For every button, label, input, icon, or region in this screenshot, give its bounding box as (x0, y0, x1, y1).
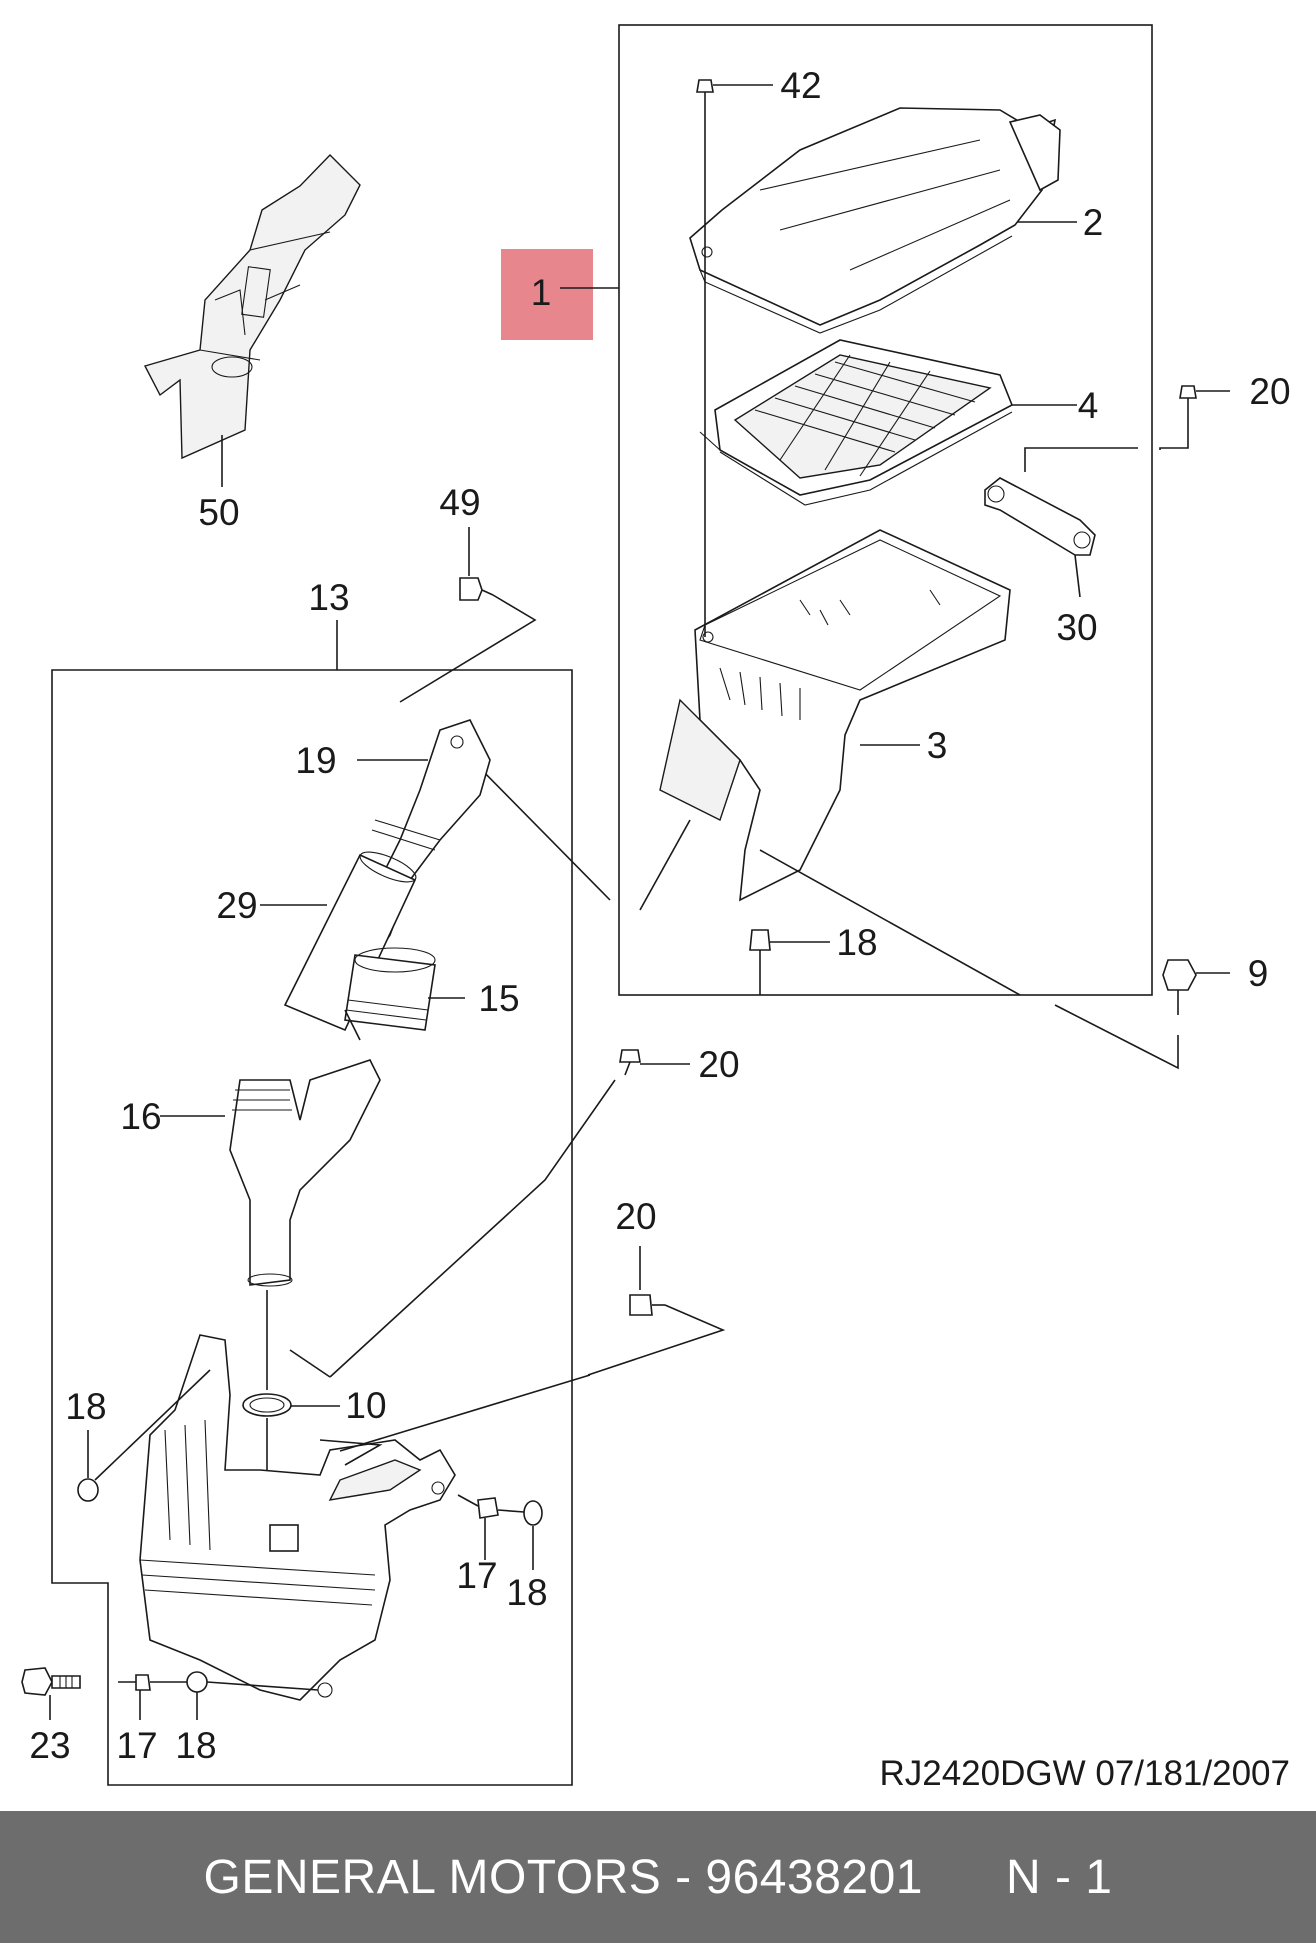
callout-29: 29 (216, 885, 257, 926)
intake-duct-group-frame (51, 669, 573, 1786)
callout-50: 50 (198, 492, 239, 533)
callout-30: 30 (1056, 607, 1097, 648)
part-18-grommet-upper (749, 929, 771, 995)
part-18-grommet-left (77, 1369, 211, 1502)
part-18-grommet-right (497, 1500, 543, 1526)
part-17-sleeve-lower (118, 1674, 151, 1691)
callout-18-lower: 18 (175, 1725, 216, 1766)
callout-1: 1 (531, 272, 552, 313)
drawing-reference: RJ2420DGW 07/181/2007 (879, 1754, 1290, 1793)
part-3-lower-housing (659, 529, 1011, 902)
callout-18-right: 18 (506, 1572, 547, 1613)
parts-diagram: 1 2 3 4 9 10 13 15 16 17 17 18 18 18 18 … (21, 24, 1291, 1793)
part-15-coupler (344, 947, 436, 1031)
callout-20-lower: 20 (615, 1196, 656, 1237)
footer-bar: GENERAL MOTORS - 96438201 N - 1 (0, 1811, 1316, 1943)
part-20-bolt-middle (619, 1049, 641, 1076)
callout-3: 3 (927, 725, 948, 766)
air-cleaner-assembly-frame (618, 24, 1153, 996)
part-10-seal-ring (242, 1290, 292, 1515)
callout-19: 19 (295, 740, 336, 781)
callout-42: 42 (780, 65, 821, 106)
callout-17-right: 17 (456, 1555, 497, 1596)
footer-text: GENERAL MOTORS - 96438201 N - 1 (203, 1850, 1113, 1904)
callout-49: 49 (439, 482, 480, 523)
part-29-sleeve (283, 851, 417, 1032)
callout-4: 4 (1078, 385, 1099, 426)
callout-15: 15 (478, 978, 519, 1019)
part-50-bracket (143, 154, 361, 460)
part-9-bolt (1162, 959, 1197, 1015)
callout-10: 10 (345, 1385, 386, 1426)
part-16-lower-duct (229, 1059, 381, 1287)
part-20-bolt-upper (1179, 385, 1197, 418)
callout-23: 23 (29, 1725, 70, 1766)
callout-20-upper: 20 (1249, 371, 1290, 412)
callout-18-left: 18 (65, 1386, 106, 1427)
part-49-grommet (459, 577, 494, 601)
callout-9: 9 (1248, 953, 1269, 994)
part-4-filter-element (699, 339, 1014, 506)
callout-17-lower: 17 (116, 1725, 157, 1766)
part-20-bolt-lower (629, 1294, 665, 1316)
callout-1-highlight (501, 249, 593, 340)
callout-18-upper: 18 (836, 922, 877, 963)
callout-20-middle: 20 (698, 1044, 739, 1085)
part-42-bolt (696, 79, 714, 637)
callout-13: 13 (308, 577, 349, 618)
part-17-sleeve-right (457, 1494, 499, 1519)
callout-2: 2 (1083, 202, 1104, 243)
resonator-box (139, 1334, 456, 1701)
callout-16: 16 (120, 1096, 161, 1137)
part-30-support-bar (984, 477, 1096, 556)
part-2-upper-housing (689, 107, 1061, 334)
part-23-bolt (21, 1667, 81, 1696)
